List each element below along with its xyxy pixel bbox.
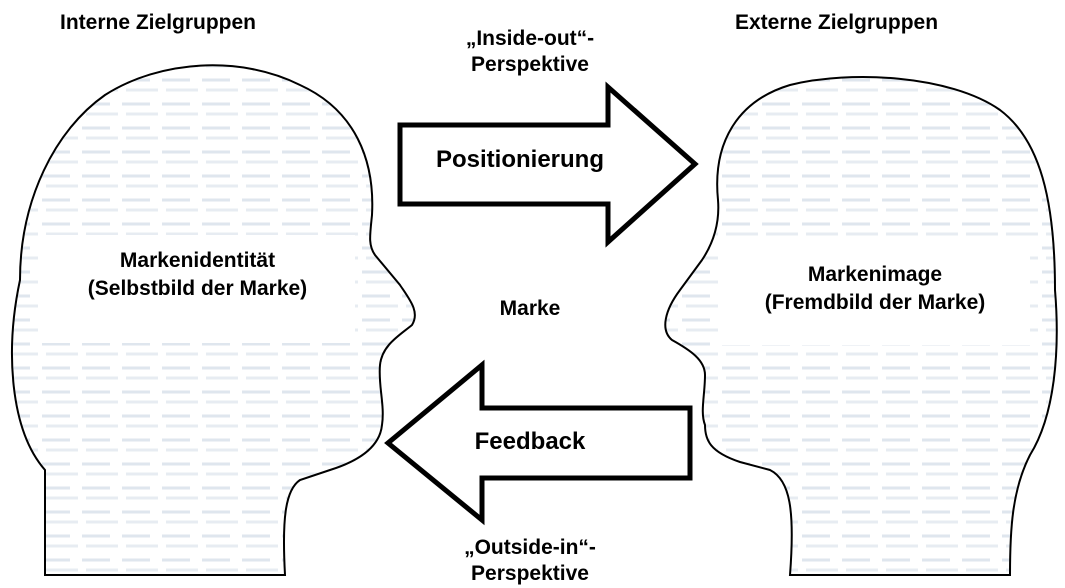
positioning-arrow: [397, 81, 699, 248]
left-heading: Interne Zielgruppen: [60, 11, 257, 34]
left-identity-line1: Markenidentität: [119, 249, 276, 272]
right-image-line1: Markenimage: [807, 263, 943, 286]
inside-out-perspective-line2: Perspektive: [471, 53, 589, 76]
right-label-box: [720, 245, 1030, 345]
inside-out-perspective-line1: „Inside-out“-: [465, 27, 595, 50]
feedback-label: Feedback: [474, 428, 586, 455]
outside-in-perspective-line1: „Outside-in“-: [464, 536, 596, 559]
left-label-box: [40, 235, 355, 343]
right-heading: Externe Zielgruppen: [735, 11, 939, 34]
center-brand-label: Marke: [499, 297, 561, 320]
feedback-arrow: [384, 359, 693, 526]
outside-in-perspective-line2: Perspektive: [471, 562, 589, 585]
left-identity-line2: (Selbstbild der Marke): [87, 277, 308, 300]
right-image-line2: (Fremdbild der Marke): [764, 291, 986, 314]
positioning-label: Positionierung: [436, 146, 604, 173]
